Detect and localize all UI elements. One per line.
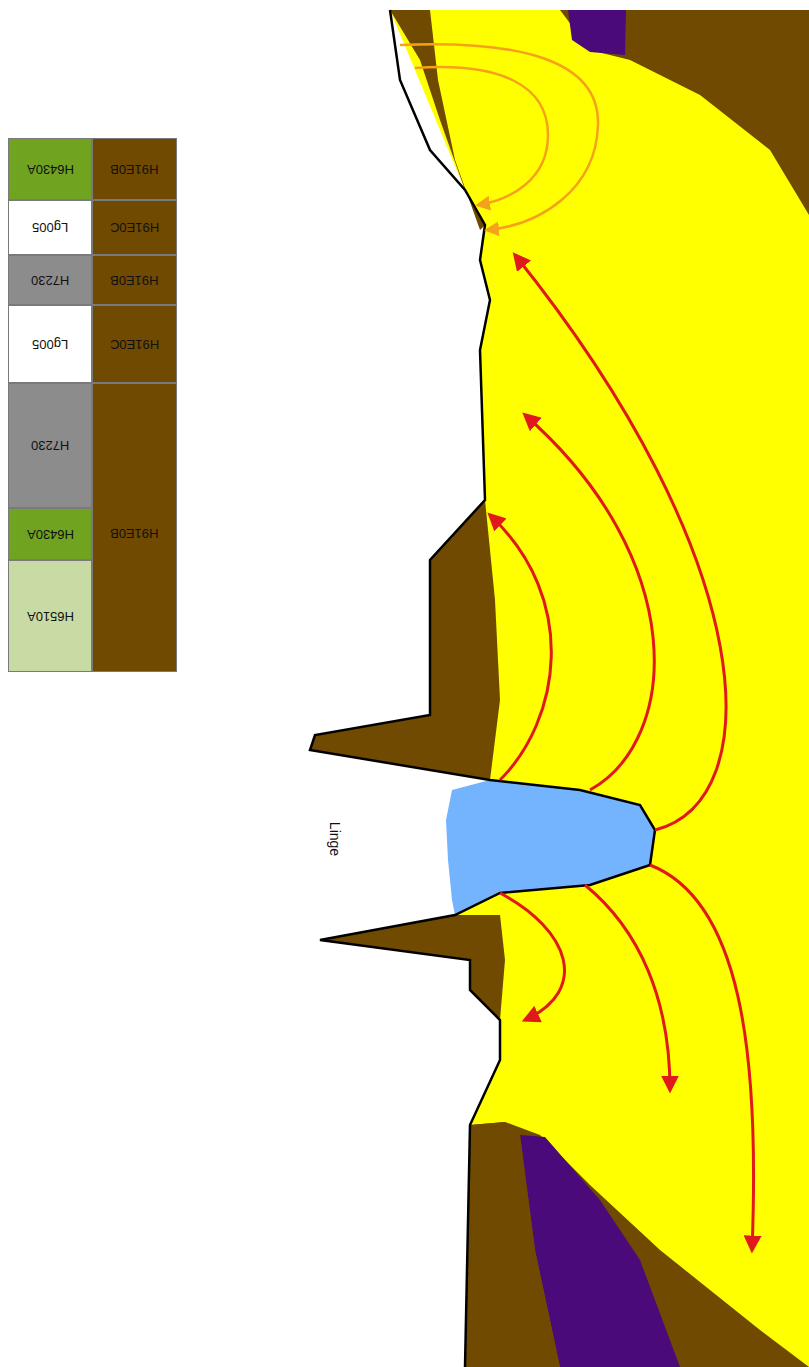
clay-layer bbox=[390, 10, 485, 230]
habitat-code: H6430A bbox=[27, 527, 74, 542]
habitat-code: Lg005 bbox=[32, 220, 68, 235]
table-cell: H91E0C bbox=[92, 200, 177, 255]
clay-layer bbox=[465, 1122, 560, 1367]
table-cell: Lg005 bbox=[8, 200, 92, 255]
table-cell: H6430A bbox=[8, 508, 92, 560]
habitat-code: Lg005 bbox=[32, 337, 68, 352]
habitat-code: H91E0B bbox=[110, 526, 158, 541]
table-cell: H91E0B bbox=[92, 138, 177, 200]
habitat-code: H6430A bbox=[27, 162, 74, 177]
table-cell: H7230 bbox=[8, 383, 92, 508]
table-cell: H7230 bbox=[8, 255, 92, 305]
table-cell: Lg005 bbox=[8, 305, 92, 383]
habitat-code: H7230 bbox=[31, 438, 69, 453]
table-cell: H6510A bbox=[8, 560, 92, 672]
peat-layer bbox=[568, 10, 626, 55]
table-cell: H6430A bbox=[8, 138, 92, 200]
habitat-code: H6510A bbox=[27, 609, 74, 624]
habitat-code: H91E0B bbox=[110, 162, 158, 177]
habitat-code: H91E0C bbox=[110, 337, 159, 352]
local-flow-arrows bbox=[400, 44, 598, 230]
river-name: Linge bbox=[327, 822, 343, 856]
sand-layer bbox=[310, 10, 809, 1367]
ground-surface bbox=[310, 10, 655, 1367]
habitat-code: H91E0B bbox=[110, 273, 158, 288]
dike bbox=[310, 500, 500, 780]
table-cell: H91E0B bbox=[92, 255, 177, 305]
table-cell: H91E0B bbox=[92, 383, 177, 672]
habitat-code: H7230 bbox=[31, 273, 69, 288]
habitat-code: H91E0C bbox=[110, 220, 159, 235]
seepage-arrows bbox=[490, 255, 754, 1250]
table-cell: H91E0C bbox=[92, 305, 177, 383]
clay-layer bbox=[465, 1122, 809, 1367]
dike bbox=[320, 915, 505, 1020]
